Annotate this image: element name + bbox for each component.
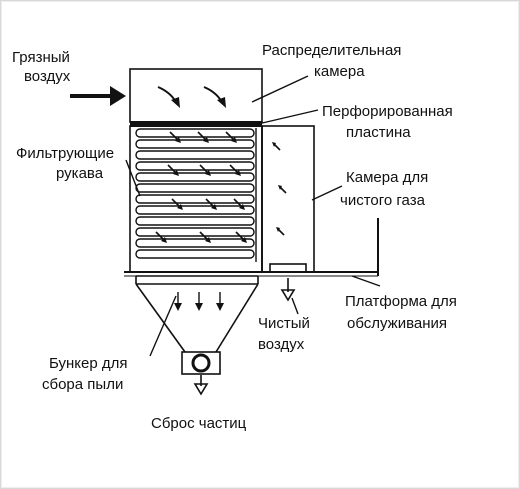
clean-gas-chamber: [261, 125, 315, 273]
label-perforated-plate-1: Перфорированная: [322, 103, 453, 120]
perforated-plate: [130, 121, 262, 127]
label-clean-air-2: воздух: [258, 336, 305, 353]
label-dirty-air-2: воздух: [24, 68, 71, 85]
label-clean-gas-chamber-1: Камера для: [346, 169, 428, 186]
label-dust-hopper-1: Бункер для: [49, 355, 128, 372]
bag-flow-arrows: [155, 131, 247, 243]
distribution-flow-arrows: [157, 86, 226, 108]
particle-discharge-arrow: [193, 375, 209, 396]
label-perforated-plate-2: пластина: [346, 124, 411, 141]
clean-chamber-arrows: [272, 142, 287, 236]
leader-lines: [125, 75, 381, 357]
hopper-down-arrows: [174, 292, 224, 311]
label-distribution-chamber-2: камера: [314, 63, 365, 80]
rotary-valve: [181, 351, 221, 375]
dirty-air-inlet-arrow: [70, 86, 126, 106]
label-service-platform-2: обслуживания: [347, 315, 447, 332]
label-service-platform-1: Платформа для: [345, 293, 457, 310]
label-filter-bags-2: рукава: [56, 165, 104, 182]
clean-air-outlet-arrow: [280, 278, 296, 302]
label-filter-bags-1: Фильтрующие: [16, 145, 114, 162]
label-particle-discharge: Сброс частиц: [151, 415, 247, 432]
dust-hopper: [135, 275, 259, 353]
label-distribution-chamber-1: Распределительная: [262, 42, 401, 59]
label-clean-air-1: Чистый: [258, 315, 310, 332]
filter-bags: [135, 128, 257, 262]
clean-air-outlet-box: [269, 263, 307, 273]
labels: Грязный воздух Распределительная камера …: [12, 42, 457, 432]
distribution-chamber: [129, 68, 263, 123]
label-clean-gas-chamber-2: чистого газа: [340, 192, 426, 209]
label-dirty-air-1: Грязный: [12, 49, 70, 66]
label-dust-hopper-2: сбора пыли: [42, 376, 123, 393]
